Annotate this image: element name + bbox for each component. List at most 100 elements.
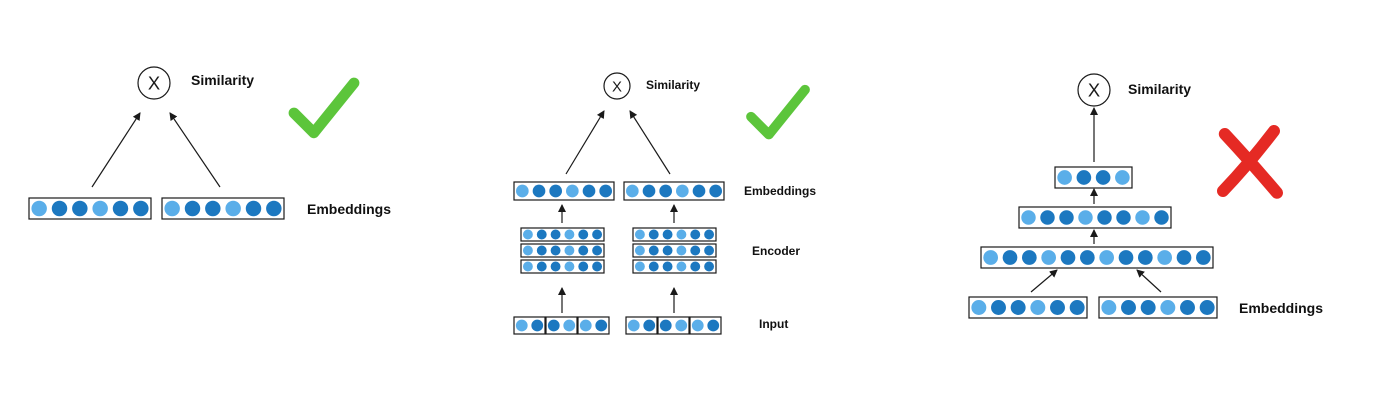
embedding-dot [547, 319, 560, 332]
embedding-dot [634, 245, 645, 256]
embedding-dot [31, 200, 47, 217]
operator-circle [1077, 73, 1111, 107]
embedding-dot [1140, 300, 1156, 315]
embedding-dot [92, 200, 108, 217]
embedding-dot [1057, 170, 1072, 185]
panel3-right-embedding [1098, 296, 1218, 319]
panel2-left-embedding-box [513, 181, 615, 201]
panel2-left-encoder-row-box [520, 227, 605, 242]
embedding-dot [1101, 300, 1117, 315]
embedding-dot [564, 229, 575, 240]
panel2-similarity-operator: X [603, 72, 631, 100]
embedding-dot [1135, 210, 1150, 225]
panel2-left-input-token [513, 316, 546, 335]
embedding-dot [642, 184, 656, 198]
panel-cross-encoder: X [968, 73, 1283, 319]
panel2-right-encoder-row [632, 259, 717, 274]
panel1-similarity-operator: X [137, 66, 171, 100]
embedding-dot [566, 184, 579, 198]
embedding-dot [595, 319, 608, 332]
embedding-dot [991, 300, 1006, 315]
panel3-top-layer [1054, 166, 1133, 189]
embedding-dot [599, 184, 613, 198]
embedding-dot [691, 319, 704, 332]
embedding-dot [1040, 210, 1055, 225]
embedding-dot [659, 319, 672, 332]
embedding-dot [245, 200, 262, 217]
panel2-right-embedding-box [623, 181, 725, 201]
panel3-similarity-operator: X [1077, 73, 1111, 107]
panel2-check-icon [746, 84, 810, 140]
panel2-left-input-token [545, 316, 578, 335]
embedding-dot [690, 229, 701, 240]
embedding-dot [550, 229, 561, 240]
embedding-dot [648, 229, 659, 240]
embedding-dot [1021, 250, 1037, 265]
embedding-dot [266, 200, 282, 217]
embedding-dot [1010, 300, 1026, 315]
panel1-left-arrow [91, 112, 141, 188]
embedding-dot [676, 184, 689, 198]
embedding-dot [536, 245, 547, 256]
embedding-dot [709, 184, 723, 198]
panel2-embeddings-label: Embeddings [744, 184, 817, 198]
panel1-left-embedding [28, 197, 152, 220]
embedding-dot [72, 200, 88, 217]
embedding-dot [676, 245, 687, 256]
panel2-left-encoder-row [520, 227, 605, 242]
embedding-dot [690, 245, 701, 256]
embedding-dot [592, 245, 603, 256]
cross-stroke [1217, 125, 1280, 197]
embedding-dot [1030, 300, 1046, 315]
embedding-dot [1079, 250, 1095, 265]
embedding-dot [1137, 250, 1153, 265]
operator-symbol: X [148, 73, 160, 94]
panel3-cross-icon [1217, 125, 1283, 199]
embedding-dot [579, 319, 592, 332]
embedding-dot [522, 245, 533, 256]
embedding-dot [536, 229, 547, 240]
panel2-left-encoder-row-box [520, 259, 605, 274]
embedding-dot [515, 319, 528, 332]
panel3-middle-layer [1018, 206, 1172, 229]
panel2-similarity-label: Similarity [646, 78, 701, 92]
embedding-dot [549, 184, 563, 198]
embedding-dot [225, 200, 241, 217]
panel2-left-embedding [513, 181, 615, 201]
embedding-dot [578, 229, 589, 240]
panel1-right-embedding-box [161, 197, 285, 220]
embedding-dot [1160, 300, 1176, 315]
embedding-dot [184, 200, 201, 217]
panel2-encoder-label: Encoder [752, 244, 801, 258]
panel1-right-arrow [169, 112, 221, 188]
panel2-left-encoder-row-box [520, 243, 605, 258]
panel-siamese-embeddings: X [28, 66, 360, 220]
embedding-dot [676, 229, 687, 240]
embedding-dot [522, 261, 533, 272]
embedding-dot [1041, 250, 1057, 265]
panel2-left-input-token [577, 316, 610, 335]
operator-symbol: X [1088, 80, 1100, 101]
embedding-dot [1002, 250, 1018, 265]
embedding-dot [1116, 210, 1131, 225]
panel3-middle-layer-box [1018, 206, 1172, 229]
embedding-dot [707, 319, 720, 332]
panel3-left-embedding-box [968, 296, 1088, 319]
panel2-right-embedding [623, 181, 725, 201]
panel2-right-input-token [689, 316, 722, 335]
panel3-similarity-label: Similarity [1128, 81, 1192, 97]
embedding-dot [564, 245, 575, 256]
embedding-dot [1095, 170, 1111, 185]
embedding-dot [1050, 300, 1065, 315]
embedding-dot [704, 229, 715, 240]
panel2-right-encoder-row [632, 243, 717, 258]
panel2-right-encoder-row [632, 227, 717, 242]
embedding-dot [164, 200, 180, 217]
embedding-dot [592, 229, 603, 240]
embedding-dot [1099, 250, 1115, 265]
embedding-dot [648, 261, 659, 272]
panel3-bottom-layer [980, 246, 1214, 269]
embedding-dot [1157, 250, 1173, 265]
panel2-right-encoder-row-box [632, 243, 717, 258]
